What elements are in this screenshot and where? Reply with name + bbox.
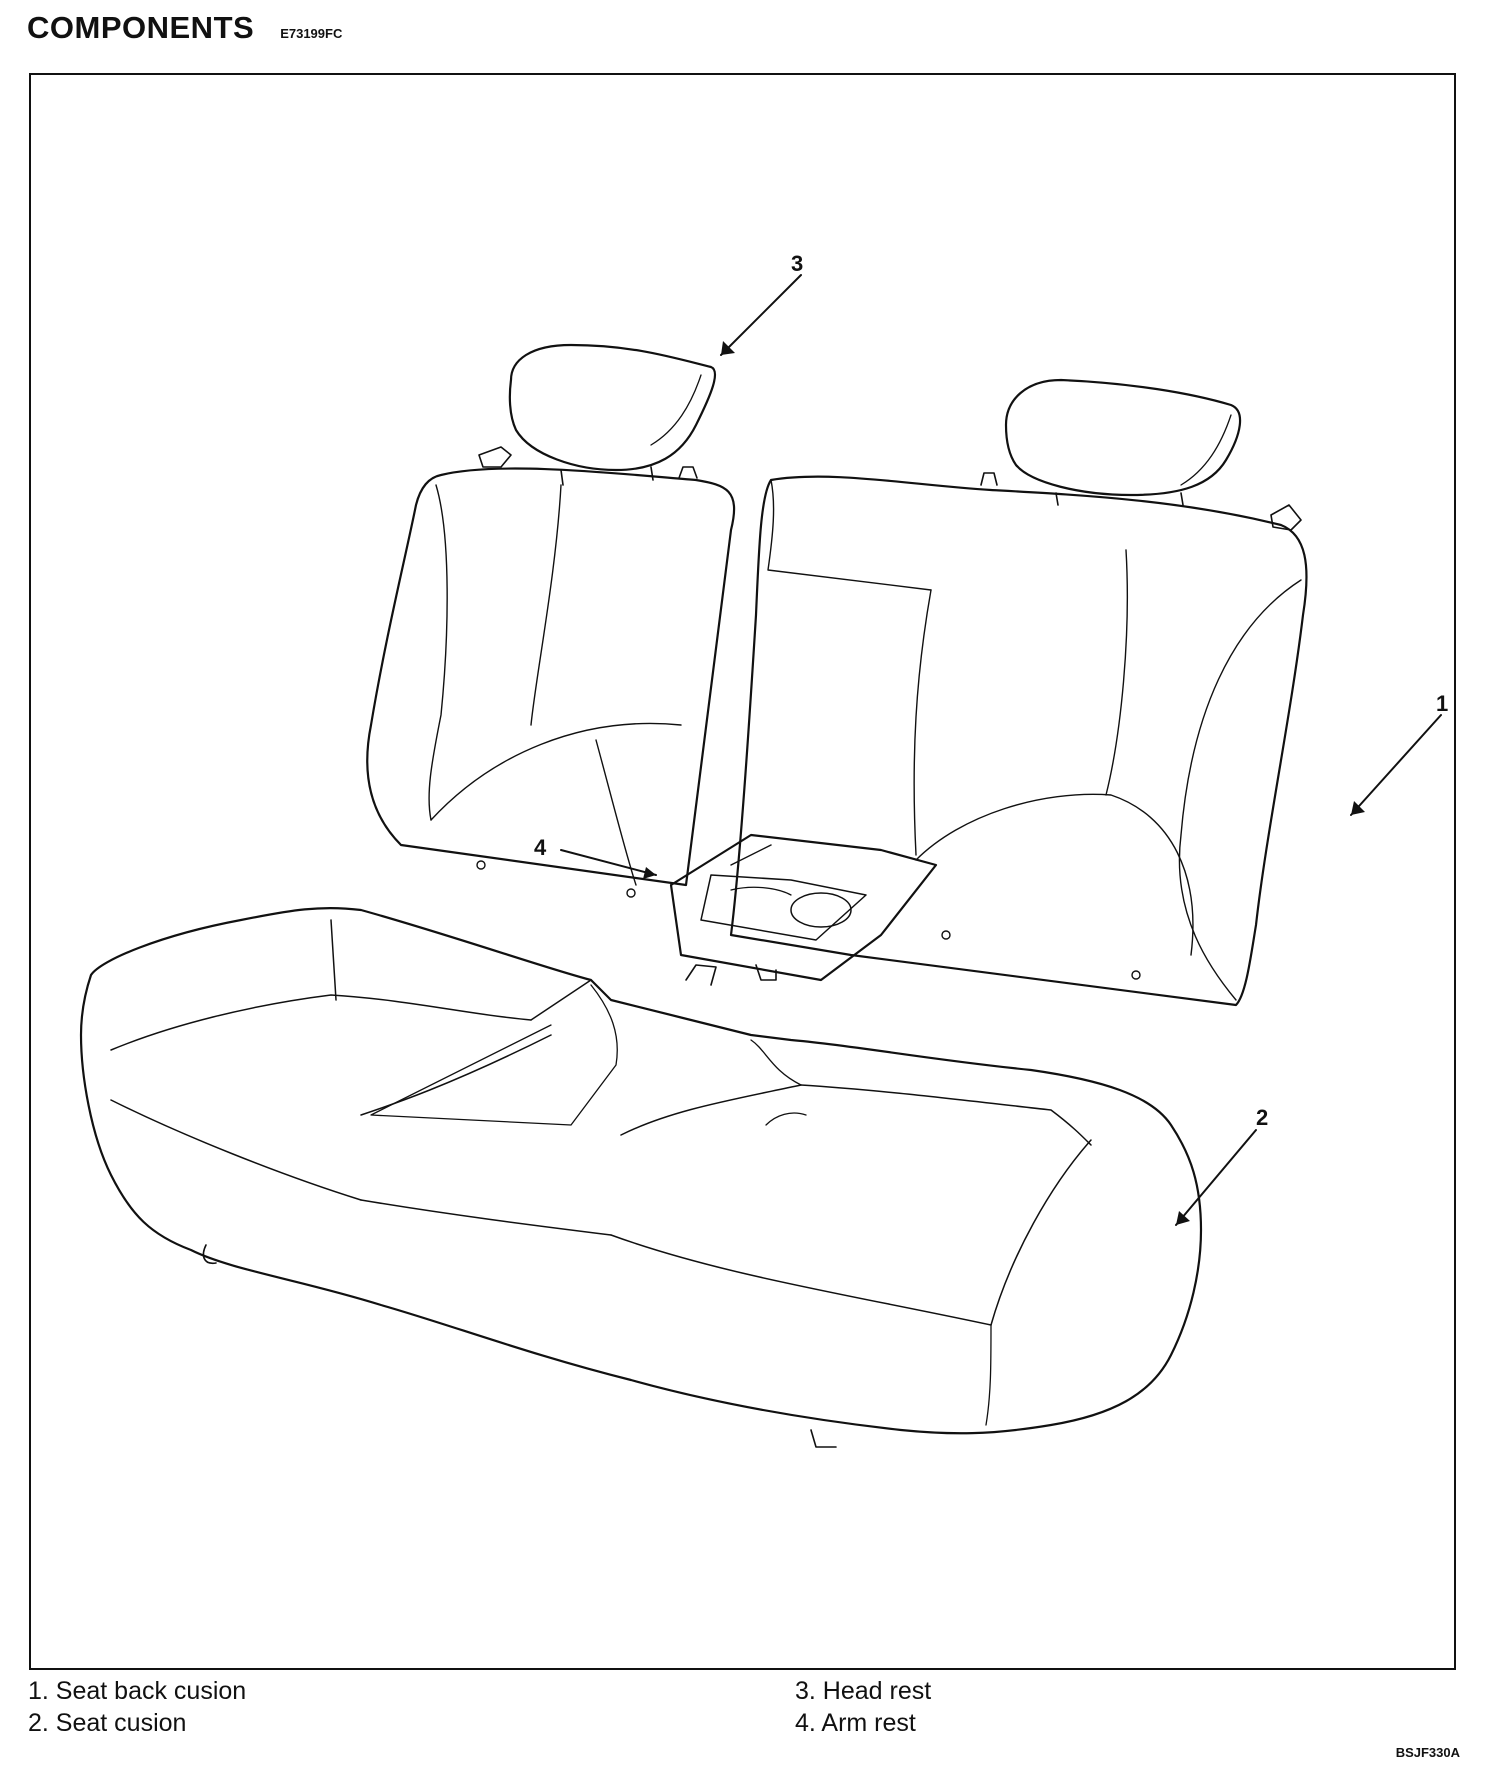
left-headrest — [508, 343, 716, 486]
legend-item-seat-back: 1. Seat back cusion — [28, 1677, 247, 1705]
callout-2: 2 — [1256, 1105, 1268, 1130]
legend-item-seat-cushion: 2. Seat cusion — [28, 1709, 187, 1737]
section-code: E73199FC — [280, 26, 343, 41]
right-seat-back — [729, 472, 1308, 1007]
diagram-frame: 3 1 2 4 — [29, 73, 1456, 1670]
figure-code: BSJF330A — [1395, 1745, 1460, 1760]
right-headrest — [1004, 378, 1242, 506]
legend-left: 1. Seat back cusion 2. Seat cusion — [28, 1675, 246, 1739]
legend-item-arm-rest: 4. Arm rest — [795, 1709, 916, 1737]
rear-seat-diagram: 3 1 2 4 — [79, 251, 1448, 1448]
left-seat-back — [366, 446, 736, 898]
page-title: COMPONENTS — [27, 10, 255, 45]
arm-rest — [669, 833, 938, 982]
callout-1: 1 — [1436, 691, 1448, 716]
callout-arrows — [560, 274, 1442, 1226]
callout-3: 3 — [791, 251, 803, 276]
seat-cushion — [79, 906, 1203, 1448]
legend-right: 3. Head rest 4. Arm rest — [795, 1675, 931, 1739]
callout-4: 4 — [534, 835, 547, 860]
legend-item-head-rest: 3. Head rest — [795, 1677, 932, 1705]
page-header: COMPONENTS E73199FC — [27, 10, 342, 50]
